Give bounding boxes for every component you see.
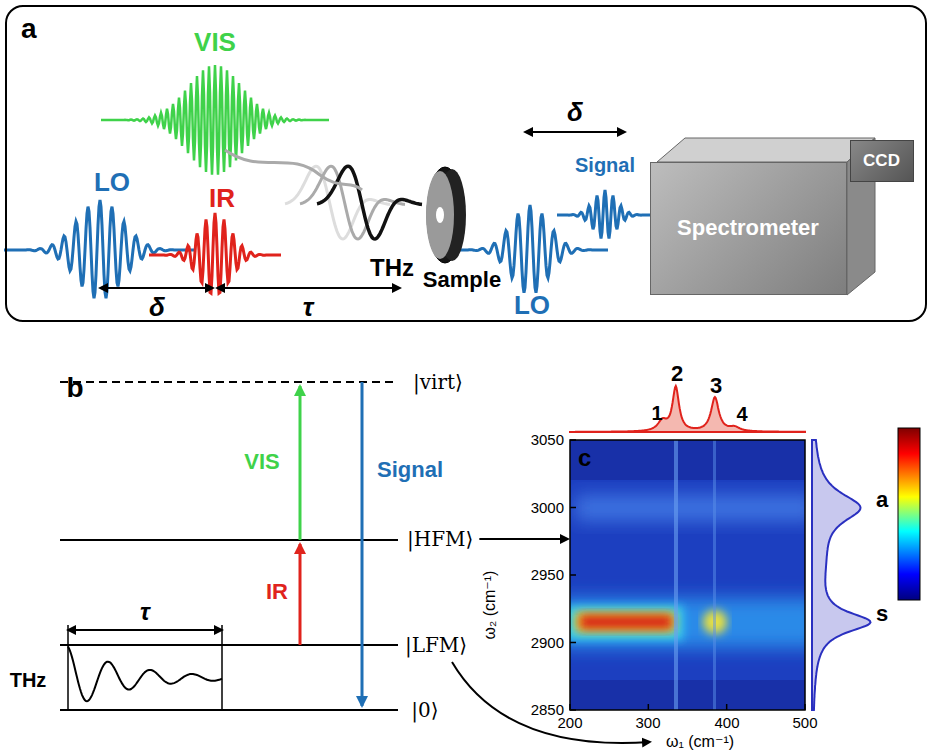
delay-arrow [68,629,222,631]
delay-arrow [217,287,400,289]
label: ω₁ (cm⁻¹) [666,733,734,751]
label: b [66,373,83,404]
colorbar [898,428,920,600]
axis-tick [570,439,576,441]
delay-arrow [525,131,625,133]
label: THz [10,669,47,691]
label: 1 [651,402,662,424]
label: 200 [557,715,582,732]
vis-arrow [299,386,302,540]
thz-pulse [317,166,422,239]
label: 500 [792,715,817,732]
axis-tick [804,704,806,710]
sample-face [426,171,454,259]
signal-arrow [361,382,364,706]
spectrometer-top [657,138,875,162]
axis-tick [570,642,576,644]
plot-frame: c [570,440,805,710]
label: 300 [635,715,660,732]
label: IR [266,580,288,604]
label: 2950 [531,567,564,584]
level-label: |HFM⟩ [405,527,475,551]
label: 2900 [531,634,564,651]
node-text: Spectrometer [677,215,819,241]
label: 2 [671,362,683,386]
instrument-box: CCD [850,140,914,182]
connector [479,538,568,540]
vis-tail [225,150,362,190]
node-text: a [21,13,37,45]
axis-tick [570,709,576,711]
axis-tick [570,574,576,576]
label: |LFM⟩ [405,634,467,656]
label: 400 [714,715,739,732]
label: 3000 [531,499,564,516]
label: 3 [710,374,722,398]
label: τ [303,293,314,322]
instrument-box: Spectrometer [650,162,847,295]
label: ω₂ (cm⁻¹) [481,571,499,640]
level-line [60,644,398,646]
label: τ [140,599,150,625]
thz-wave [68,647,222,702]
label: IR [209,184,235,213]
axis-tick [569,704,571,710]
vis-pulse [101,65,329,175]
label: |virt⟩ [413,371,463,393]
label: 4 [736,403,747,425]
label: VIS [244,450,279,474]
node-text: |HFM⟩ [407,527,473,551]
label: Signal [575,154,635,176]
top-spectrum [570,386,805,432]
thz-pulse [300,166,405,239]
label: a [876,488,888,512]
label: THz [370,255,414,281]
label: LO [514,291,550,320]
signal-pulse [557,190,653,239]
axis-tick [648,704,650,710]
sample-hole [436,207,444,223]
level-line [60,539,398,541]
label: Sample [423,268,501,292]
node-text: c [578,444,591,472]
delay-arrow [100,287,213,289]
label: s [876,602,888,626]
label: 3050 [531,432,564,449]
tick [221,625,223,710]
tick [67,625,69,710]
label: |0⟩ [411,699,438,721]
label: δ [149,293,165,322]
axis-tick [570,507,576,509]
axis-tick [726,704,728,710]
level-line [60,381,398,383]
label: LO [94,168,130,197]
side-spectrum [812,440,871,710]
lo-pulse [4,200,196,298]
label: VIS [194,28,236,57]
node-text: CCD [863,151,900,171]
ir-arrow [299,544,302,645]
ir-pulse [149,213,281,293]
label: Signal [377,458,443,482]
level-line [60,709,398,711]
label: δ [567,98,583,127]
